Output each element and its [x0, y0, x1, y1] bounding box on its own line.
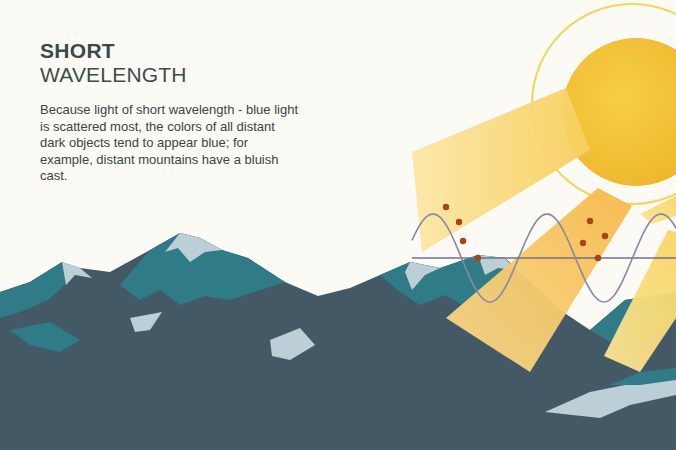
- axis-line: [412, 257, 676, 258]
- sun: [562, 38, 676, 186]
- snow-cap: [165, 233, 222, 262]
- snow-cap: [130, 312, 162, 332]
- snow-cap: [62, 262, 92, 285]
- body-text: Because light of short wavelength - blue…: [40, 102, 302, 185]
- scatter-dots: [443, 204, 608, 261]
- subtitle-text: WAVELENGTH: [40, 63, 187, 87]
- mountain-face: [0, 262, 70, 318]
- wave-curve: [412, 214, 676, 302]
- mountain-face: [120, 233, 285, 305]
- light-ray: [604, 230, 676, 372]
- title-text: SHORT: [40, 39, 115, 63]
- mountain-face: [610, 368, 676, 385]
- snow-cap: [270, 328, 315, 360]
- mountain-face: [10, 322, 80, 352]
- light-ray: [446, 188, 632, 372]
- snow-cap: [405, 262, 440, 290]
